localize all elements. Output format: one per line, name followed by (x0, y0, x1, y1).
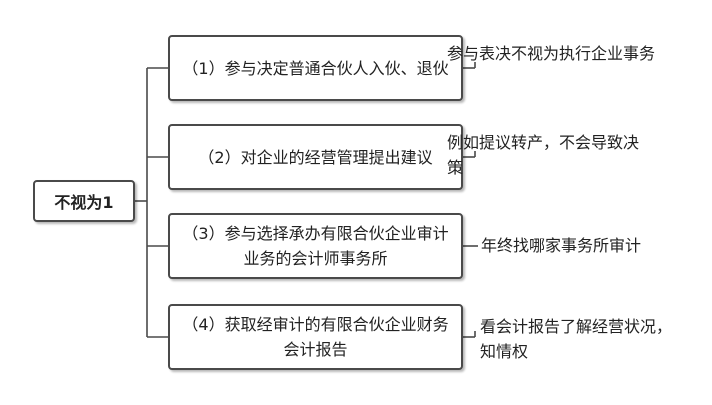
branch-label-2: （2）对企业的经营管理提出建议 (198, 147, 433, 167)
note-3: 年终找哪家事务所审计 (481, 233, 701, 258)
branch-node-1: （1）参与决定普通合伙人入伙、退伙 (168, 35, 463, 101)
note-2: 例如提议转产，不会导致决策 (447, 130, 652, 180)
note-text-3: 年终找哪家事务所审计 (481, 236, 642, 255)
note-text-1: 参与表决不视为执行企业事务 (447, 44, 656, 63)
note-4: 看会计报告了解经营状况，知情权 (480, 314, 685, 364)
note-text-4: 看会计报告了解经营状况，知情权 (480, 317, 673, 361)
root-node: 不视为1 (33, 180, 135, 222)
branch-label-3: （3）参与选择承办有限合伙企业审计业务的会计师事务所 (182, 224, 449, 268)
branch-label-4: （4）获取经审计的有限合伙企业财务会计报告 (182, 315, 449, 359)
root-label: 不视为1 (54, 193, 114, 212)
note-1: 参与表决不视为执行企业事务 (447, 41, 657, 66)
branch-node-3: （3）参与选择承办有限合伙企业审计业务的会计师事务所 (168, 213, 463, 279)
branch-label-1: （1）参与决定普通合伙人入伙、退伙 (182, 58, 449, 78)
note-text-2: 例如提议转产，不会导致决策 (447, 133, 640, 177)
branch-node-2: （2）对企业的经营管理提出建议 (168, 124, 463, 190)
branch-node-4: （4）获取经审计的有限合伙企业财务会计报告 (168, 304, 463, 370)
